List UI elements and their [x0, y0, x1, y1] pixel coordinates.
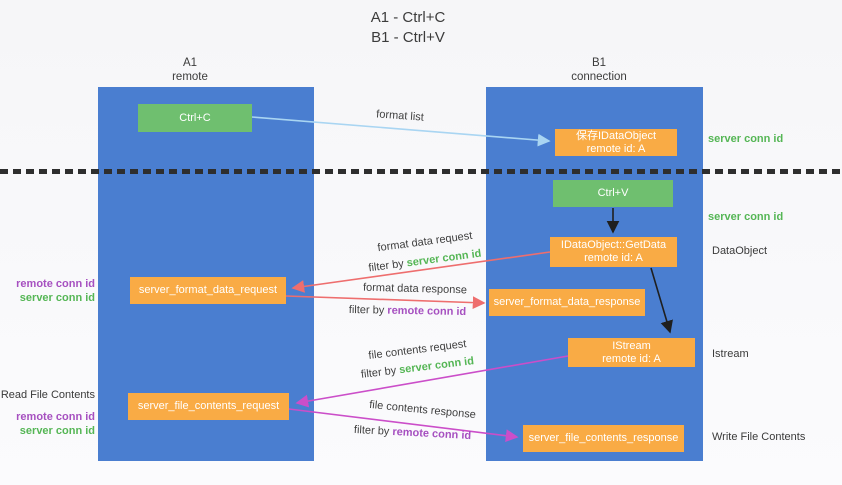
- annotation-write-file-contents: Write File Contents: [712, 431, 806, 443]
- lane-b1-name: B1: [591, 57, 607, 69]
- node-ctrl-v-label: Ctrl+V: [597, 187, 629, 199]
- node-ctrl-c-label: Ctrl+C: [179, 111, 211, 124]
- annotation-file-server-conn-id: server conn id: [19, 425, 95, 437]
- node-server-file-contents-response: server_file_contents_response: [523, 425, 684, 452]
- remote-conn-id-text: remote conn id: [387, 304, 467, 319]
- annotation-read-file-contents: Read File Contents: [0, 389, 95, 401]
- annotation-server-conn-id-mid: server conn id: [708, 211, 784, 223]
- node-save-dataobject-line1: 保存IDataObject: [575, 129, 657, 142]
- diagram-title: A1 - Ctrl+C B1 - Ctrl+V: [308, 8, 508, 48]
- node-server-format-data-response: server_format_data_response: [489, 289, 645, 316]
- annotation-istream: Istream: [712, 348, 749, 360]
- lane-header-b1: B1 connection: [539, 56, 659, 84]
- node-save-dataobject-line2: remote id: A: [586, 142, 646, 155]
- title-line-1: A1 - Ctrl+C: [370, 9, 446, 26]
- arrow-format-list: [251, 116, 551, 147]
- node-istream-line2: remote id: A: [602, 352, 661, 365]
- node-server-format-data-request-label: server_format_data_request: [138, 284, 278, 296]
- node-istream: IStream remote id: A: [568, 338, 695, 367]
- node-getdata-line1: IDataObject::GetData: [560, 239, 667, 251]
- clipboard-divider-line: [0, 169, 842, 174]
- lane-header-a1: A1 remote: [130, 56, 250, 84]
- node-server-file-contents-request: server_file_contents_request: [128, 393, 289, 420]
- annotation-server-conn-id-top: server conn id: [708, 133, 784, 145]
- node-istream-line1: IStream: [612, 339, 651, 352]
- node-ctrl-v: Ctrl+V: [553, 180, 673, 207]
- arrow-format-data-request: [291, 251, 551, 293]
- filter-by-text: filter by: [348, 303, 388, 317]
- node-ctrl-c: Ctrl+C: [138, 104, 252, 132]
- arrow-format-data-response: [285, 295, 486, 310]
- lane-b1-role: connection: [571, 71, 627, 83]
- arrow-file-contents-response: [288, 408, 519, 442]
- node-getdata-line2: remote id: A: [584, 252, 643, 264]
- node-server-file-contents-request-label: server_file_contents_request: [137, 400, 280, 412]
- annotation-file-remote-conn-id: remote conn id: [16, 411, 95, 423]
- node-server-format-data-request: server_format_data_request: [130, 277, 286, 304]
- arrow-label-filter-format-response: filter by remote conn id: [340, 304, 475, 319]
- annotation-format-server-conn-id: server conn id: [19, 292, 95, 304]
- annotation-format-remote-conn-id: remote conn id: [16, 278, 95, 290]
- filter-by-text: filter by: [353, 423, 393, 438]
- node-getdata: IDataObject::GetData remote id: A: [550, 237, 677, 267]
- arrow-file-contents-request: [295, 355, 569, 408]
- node-server-file-contents-response-label: server_file_contents_response: [528, 432, 679, 444]
- node-server-format-data-response-label: server_format_data_response: [493, 296, 641, 308]
- node-save-dataobject: 保存IDataObject remote id: A: [555, 129, 677, 156]
- annotation-dataobject: DataObject: [712, 245, 768, 257]
- lane-a1-role: remote: [172, 71, 208, 83]
- title-line-2: B1 - Ctrl+V: [371, 29, 445, 46]
- arrow-getdata-to-istream: [650, 267, 673, 334]
- lane-a1-name: A1: [182, 57, 198, 69]
